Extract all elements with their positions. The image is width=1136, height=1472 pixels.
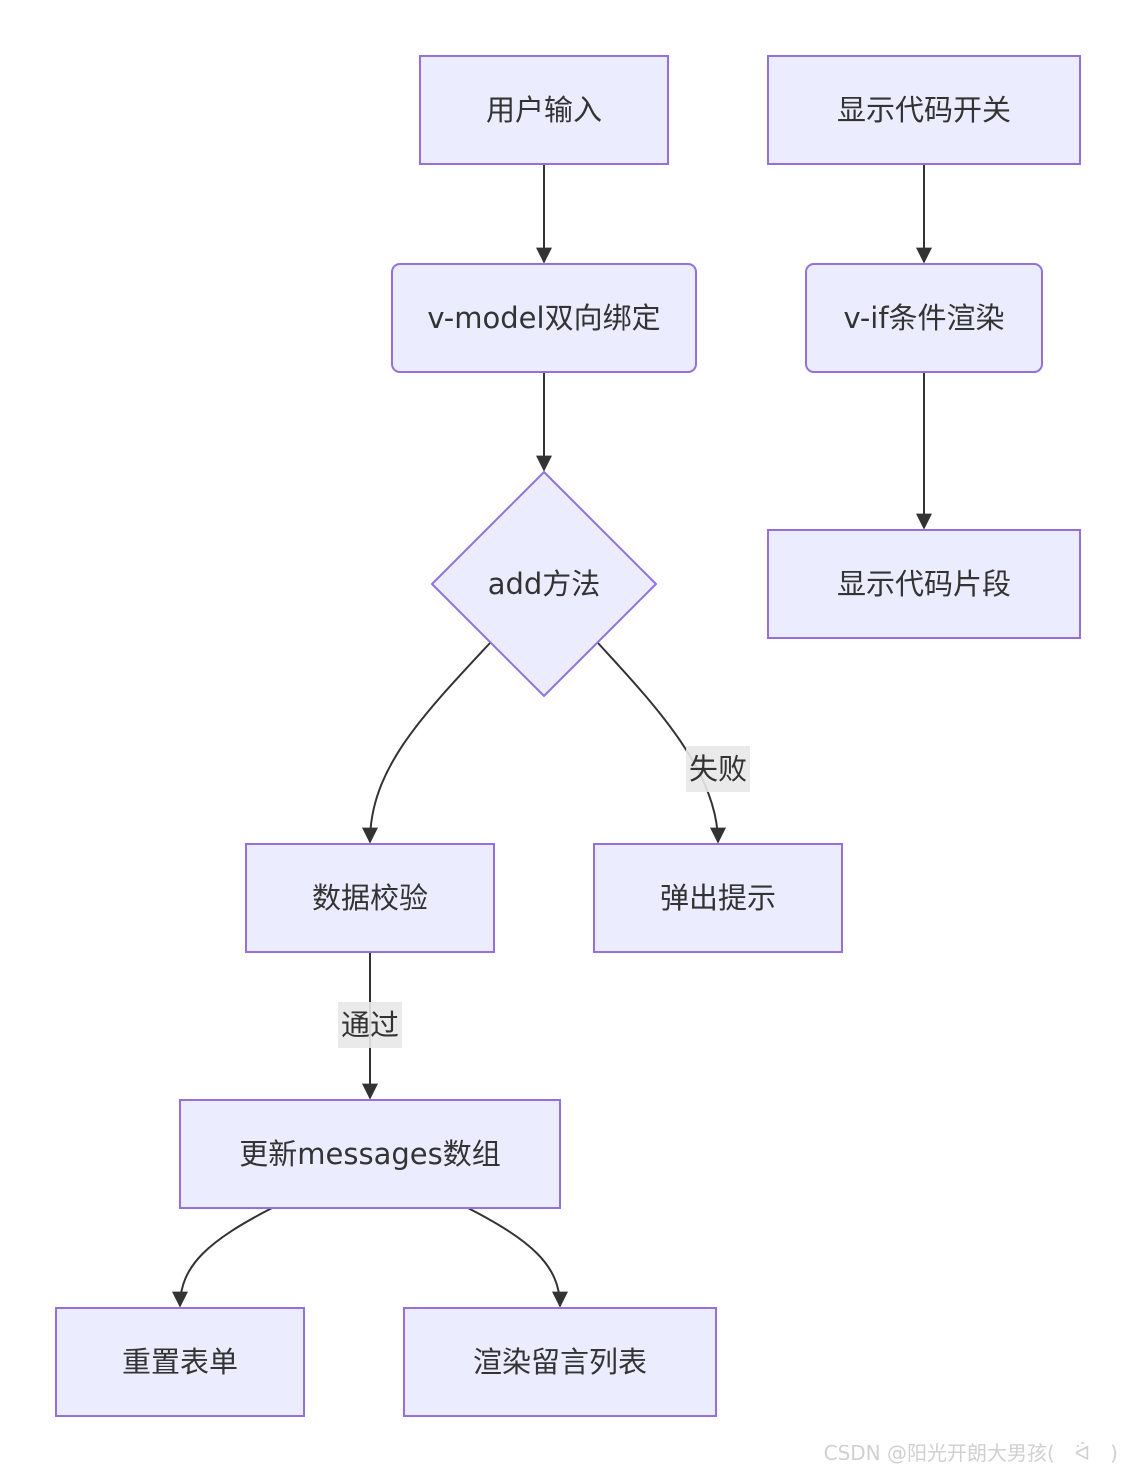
node-code-toggle: 显示代码开关 <box>767 55 1081 165</box>
edge-label-fail: 失败 <box>686 746 750 792</box>
edge-add-method-to-validate <box>362 642 491 844</box>
node-validate: 数据校验 <box>245 843 495 953</box>
edge-label-pass: 通过 <box>338 1002 402 1048</box>
node-validate-label: 数据校验 <box>312 881 428 915</box>
node-user-input: 用户输入 <box>419 55 669 165</box>
node-popup-hint-label: 弹出提示 <box>660 881 776 915</box>
edge-label-fail-text: 失败 <box>689 752 747 786</box>
edge-update-messages-to-reset-form <box>172 1207 273 1308</box>
node-code-toggle-label: 显示代码开关 <box>837 93 1011 127</box>
node-reset-form-label: 重置表单 <box>122 1345 238 1379</box>
node-code-snippet: 显示代码片段 <box>767 529 1081 639</box>
node-update-messages-label: 更新messages数组 <box>239 1137 500 1171</box>
node-code-snippet-label: 显示代码片段 <box>837 567 1011 601</box>
edge-label-pass-text: 通过 <box>341 1008 399 1042</box>
node-v-if-label: v-if条件渲染 <box>843 301 1004 335</box>
edge-update-messages-to-render-list <box>467 1207 568 1308</box>
node-v-if: v-if条件渲染 <box>805 263 1043 373</box>
node-add-method-label: add方法 <box>488 567 601 601</box>
node-popup-hint: 弹出提示 <box>593 843 843 953</box>
edge-add-method-to-popup-hint <box>597 642 726 844</box>
watermark: CSDN @阳光开朗大男孩( ᐛ ) <box>823 1441 1118 1465</box>
node-reset-form: 重置表单 <box>55 1307 305 1417</box>
node-v-model: v-model双向绑定 <box>391 263 697 373</box>
node-user-input-label: 用户输入 <box>486 93 602 127</box>
node-render-list: 渲染留言列表 <box>403 1307 717 1417</box>
node-render-list-label: 渲染留言列表 <box>473 1345 647 1379</box>
node-update-messages: 更新messages数组 <box>179 1099 561 1209</box>
node-add-method: add方法 <box>430 470 658 698</box>
node-v-model-label: v-model双向绑定 <box>427 301 660 335</box>
